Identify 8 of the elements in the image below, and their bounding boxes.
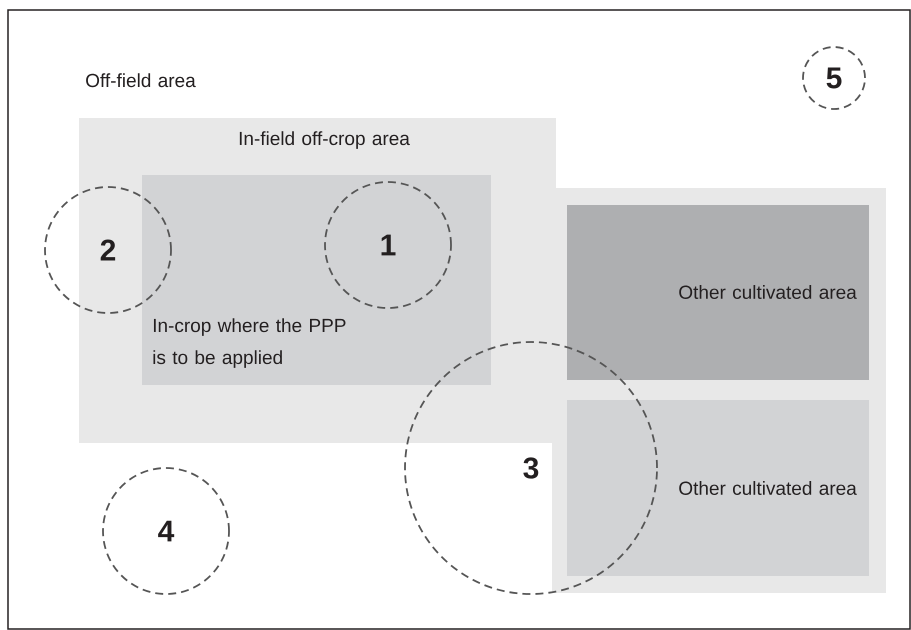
cultivated-area [567,400,869,576]
area-label: In-crop where the PPP is to be applied [153,318,346,368]
area-label: Off-field area [86,73,196,88]
crop-area [142,175,491,385]
area-label: Other cultivated area [679,481,857,495]
cultivated-area [567,205,869,380]
area-label: Other cultivated area [679,285,857,299]
area-label: In-field off-crop area [240,131,410,149]
